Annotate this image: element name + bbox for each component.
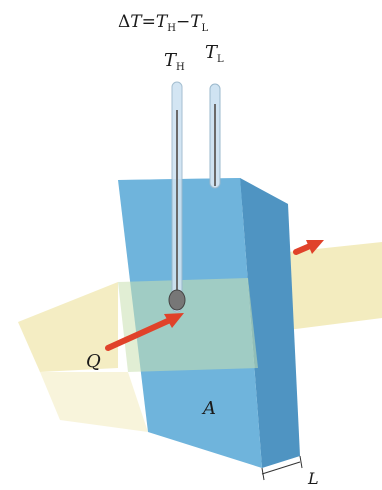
horizontal-plane-left (18, 282, 118, 372)
horizontal-plane-right (288, 242, 382, 330)
horizontal-plane-front (40, 372, 148, 432)
thermometer-hot (168, 81, 186, 313)
thickness-dimension (261, 455, 303, 481)
heat-flow-arrow-out (293, 240, 324, 255)
temperature-difference-formula: ΔT=TH−TL (118, 12, 209, 34)
label-t-hot: TH (164, 50, 185, 73)
heat-flow-arrow-in (105, 313, 184, 351)
label-area-a: A (201, 398, 216, 419)
label-thickness-l: L (307, 469, 319, 488)
slab-side-face (240, 178, 300, 468)
cross-section-area (118, 278, 258, 372)
thermometer-cold (209, 83, 221, 189)
label-t-cold: TL (205, 42, 224, 65)
label-heat-q: Q (86, 351, 101, 372)
